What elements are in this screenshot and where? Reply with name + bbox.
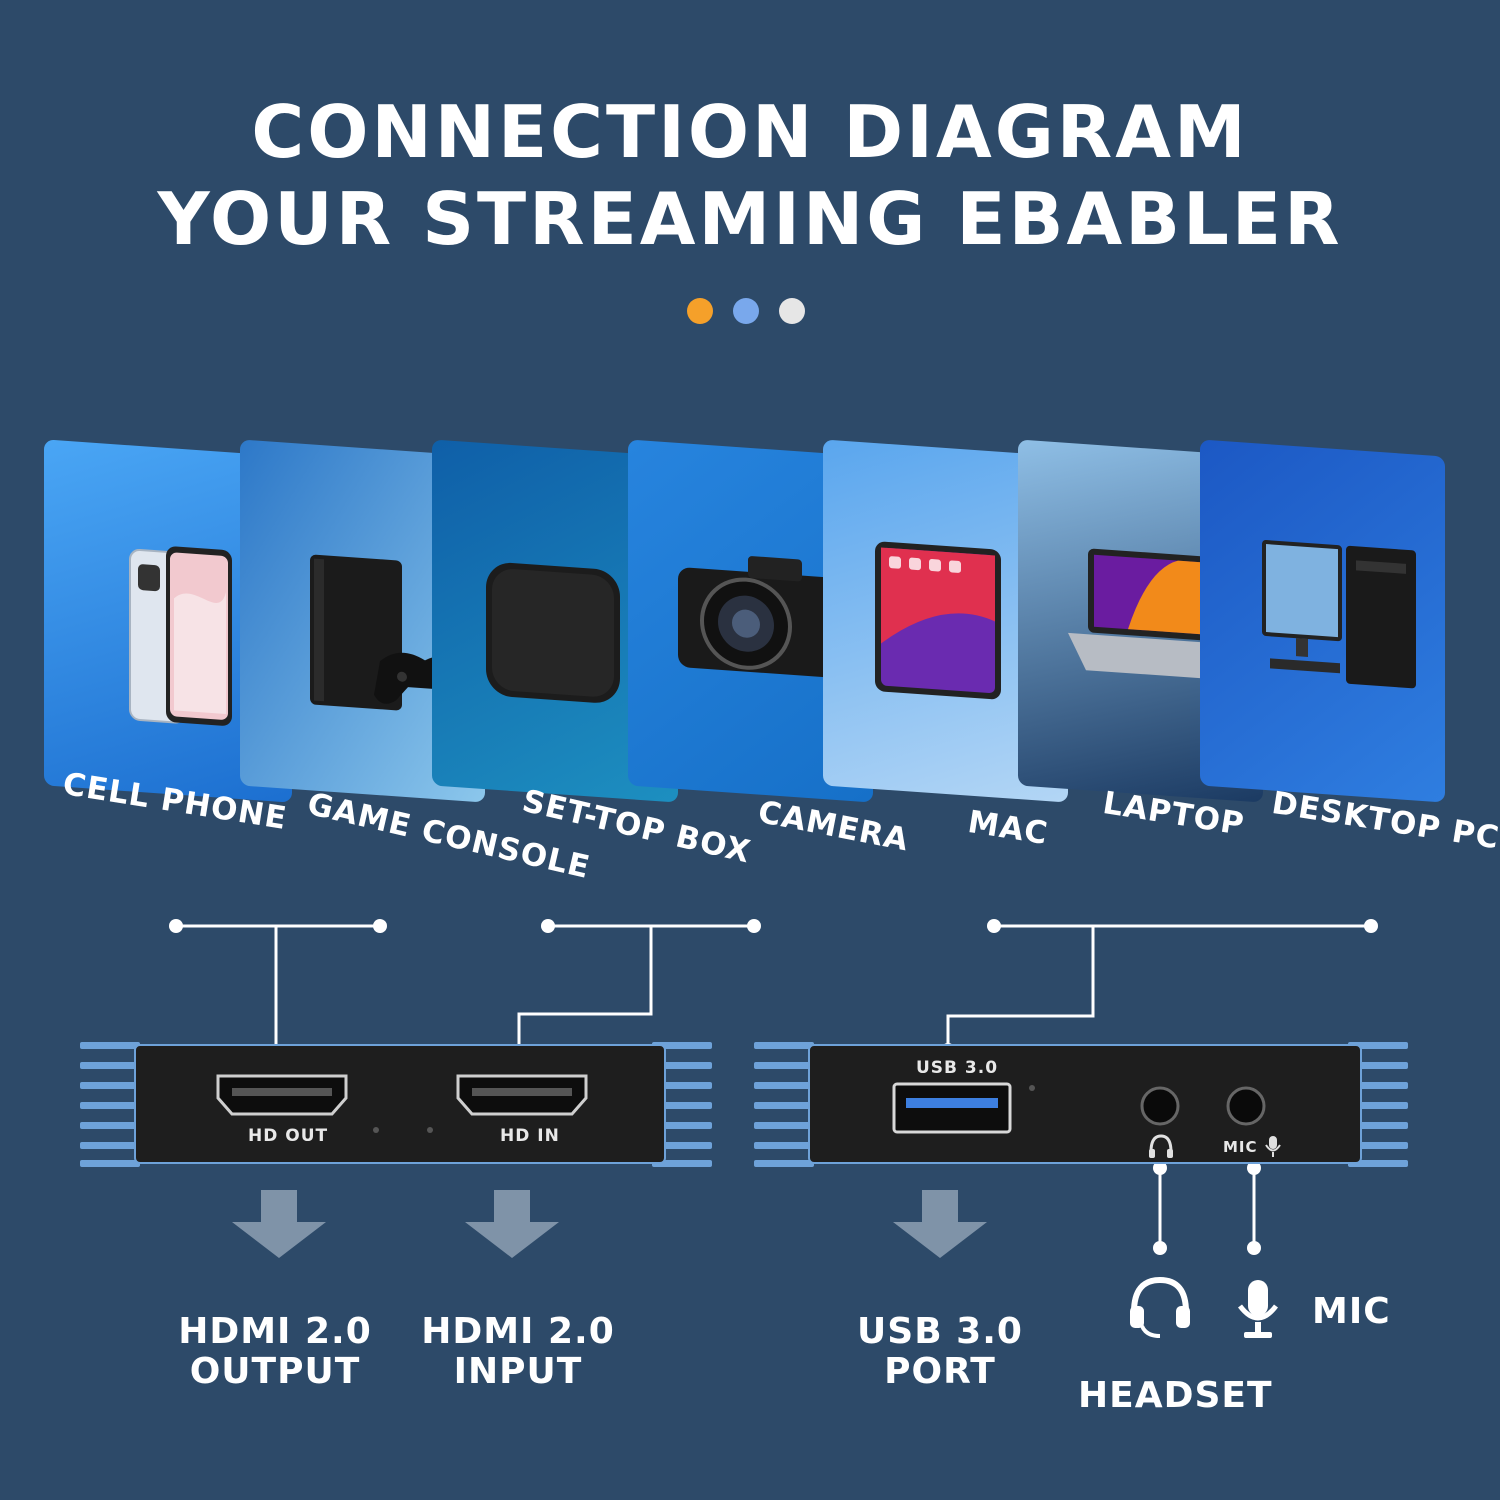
usb-output-line1: USB 3.0 <box>857 1311 1023 1352</box>
hdmi-output-line2: OUTPUT <box>189 1351 361 1392</box>
cell-phone-icon <box>129 546 232 726</box>
tablet-icon <box>875 541 1001 700</box>
desktop-pc-icon <box>1262 540 1416 689</box>
usb-port-output-label: USB 3.0 PORT <box>840 1312 1040 1392</box>
microphone-icon <box>1238 1280 1278 1338</box>
hdmi-input-label: HDMI 2.0 INPUT <box>418 1312 618 1392</box>
front-panel-left: HD OUT HD IN <box>134 1044 666 1164</box>
usb-output-line2: PORT <box>884 1351 996 1392</box>
device-card-set-top-box <box>432 439 678 803</box>
headset-icon <box>1130 1276 1190 1338</box>
hdmi-ports <box>216 1074 588 1133</box>
blue-dot <box>733 298 759 324</box>
hdmi-output-label: HDMI 2.0 OUTPUT <box>175 1312 375 1392</box>
capture-box-usb-side: USB 3.0 MIC <box>754 1036 1408 1172</box>
hdmi-input-line2: INPUT <box>453 1351 583 1392</box>
hdmi-input-line1: HDMI 2.0 <box>421 1311 615 1352</box>
hd-out-port-label: HD OUT <box>248 1126 329 1146</box>
decorative-dots <box>687 298 805 324</box>
mic-port-label: MIC <box>1223 1138 1258 1156</box>
usb-port-label: USB 3.0 <box>916 1058 999 1078</box>
heatsink-fins-left <box>80 1036 712 1172</box>
hdmi-output-line1: HDMI 2.0 <box>178 1311 372 1352</box>
camera-icon <box>678 556 836 678</box>
device-card-desktop-pc <box>1200 439 1445 803</box>
usb-and-audio-ports <box>892 1082 1266 1134</box>
device-card-camera <box>628 439 873 803</box>
capture-box-hdmi-side: HD OUT HD IN <box>80 1036 712 1172</box>
device-card-cell-phone <box>44 439 292 803</box>
title-line-1: CONNECTION DIAGRAM <box>251 90 1249 174</box>
orange-dot <box>687 298 713 324</box>
headset-output-label: HEADSET <box>1078 1375 1273 1416</box>
laptop-icon <box>1068 548 1232 680</box>
headphone-port-icon <box>1149 1134 1173 1158</box>
hd-in-port-label: HD IN <box>500 1126 560 1146</box>
heatsink-fins-right <box>754 1036 1408 1172</box>
title-line-2: YOUR STREAMING EBABLER <box>157 177 1343 261</box>
mic-output-label: MIC <box>1312 1291 1391 1332</box>
device-card-laptop <box>1018 439 1263 803</box>
mic-port-icon <box>1265 1136 1281 1157</box>
device-card-mac <box>823 439 1068 803</box>
set-top-box-icon <box>486 562 620 703</box>
white-dot <box>779 298 805 324</box>
front-panel-right: USB 3.0 MIC <box>808 1044 1362 1164</box>
